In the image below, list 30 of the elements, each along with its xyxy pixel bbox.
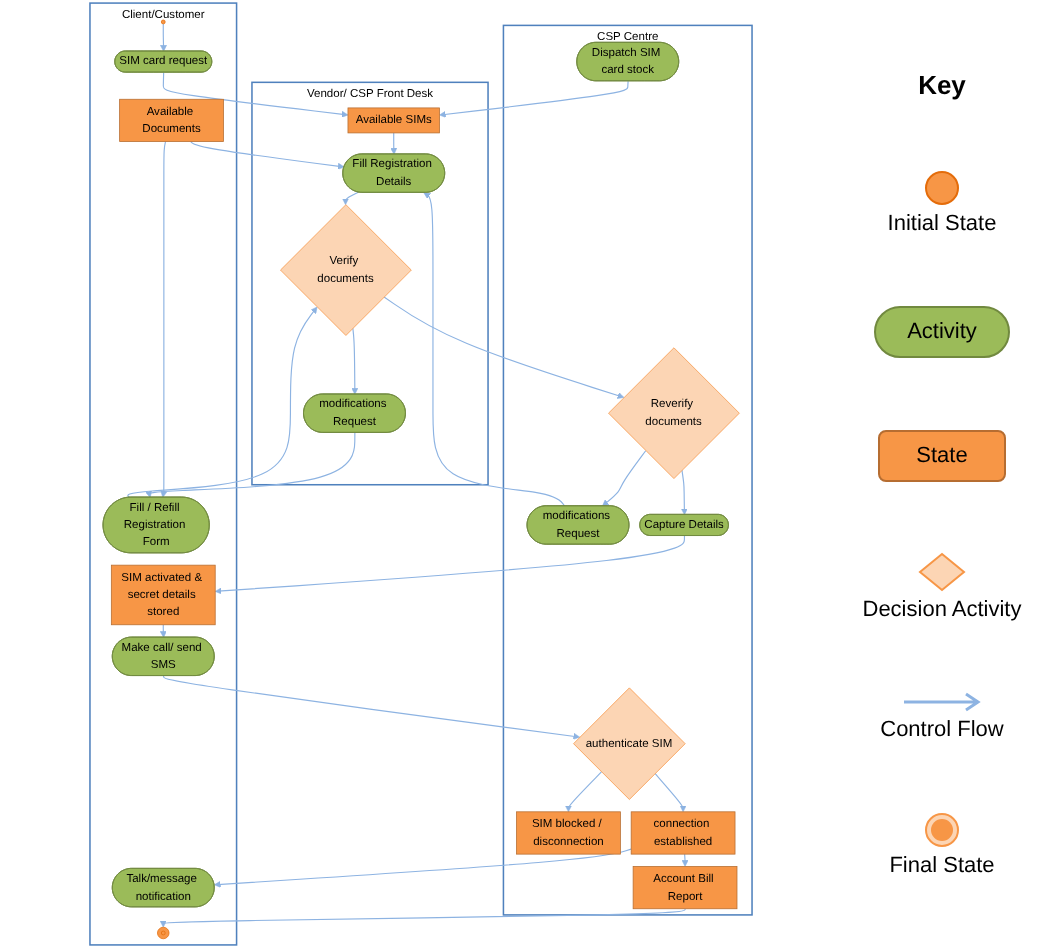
arrow	[159, 908, 686, 928]
arrow	[214, 848, 632, 888]
arrow	[351, 327, 359, 395]
arrow	[162, 71, 349, 118]
key-heading: Key	[918, 70, 966, 101]
arrow	[342, 191, 359, 205]
arrow	[383, 296, 625, 399]
legend-label: Initial State	[887, 212, 997, 237]
arrow	[159, 624, 167, 638]
node-circle	[160, 19, 166, 25]
arrow	[160, 23, 167, 52]
arrow	[127, 306, 318, 499]
state-sample: State	[878, 429, 1006, 481]
arrow	[423, 192, 566, 507]
legend-label: Decision Activity	[862, 597, 1022, 622]
arrow	[439, 80, 629, 118]
arrow	[214, 535, 686, 595]
arrow	[160, 141, 168, 498]
arrow	[163, 675, 581, 740]
legend-label: Control Flow	[880, 717, 1004, 742]
legend-label: Final State	[889, 853, 995, 878]
arrow	[390, 132, 398, 155]
arrow	[190, 141, 345, 170]
arrow	[565, 771, 602, 813]
arrow	[681, 853, 689, 867]
arrow	[602, 450, 647, 507]
arrow	[145, 432, 356, 498]
arrow	[654, 772, 687, 813]
activity-sample: Activity	[873, 306, 1011, 359]
arrow	[681, 469, 688, 516]
